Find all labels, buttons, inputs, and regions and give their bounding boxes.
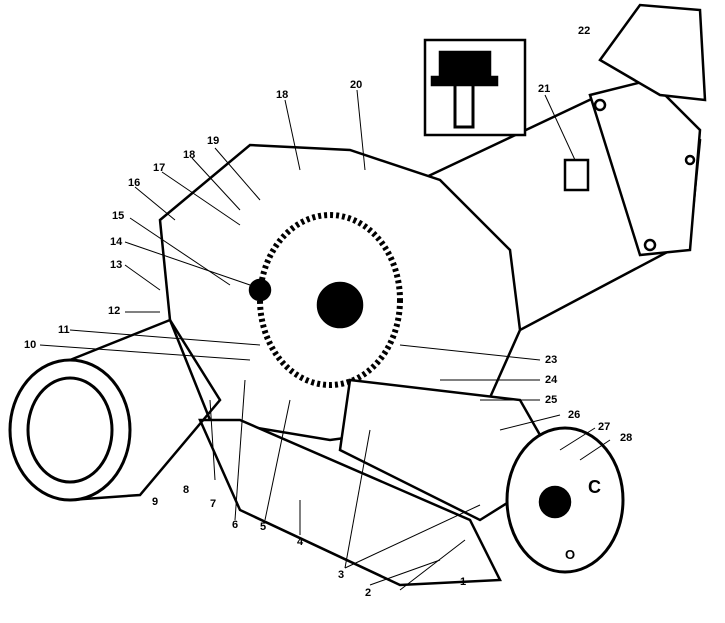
label-6: 6 bbox=[232, 519, 239, 531]
label-5: 5 bbox=[260, 521, 267, 533]
label-25: 25 bbox=[545, 394, 558, 406]
label-14: 14 bbox=[110, 236, 123, 248]
breather bbox=[563, 158, 590, 192]
flange-mark-c: C bbox=[588, 477, 601, 497]
label-28: 28 bbox=[620, 432, 633, 444]
label-12: 12 bbox=[108, 305, 121, 317]
spring-seat bbox=[598, 3, 707, 102]
label-22: 22 bbox=[578, 25, 591, 37]
label-11: 11 bbox=[58, 324, 70, 336]
flange-mark-o: O bbox=[565, 547, 576, 562]
label-18-top: 18 bbox=[276, 89, 289, 101]
label-23: 23 bbox=[545, 354, 558, 366]
label-15: 15 bbox=[112, 210, 125, 222]
label-7: 7 bbox=[210, 498, 217, 510]
label-24: 24 bbox=[545, 374, 558, 386]
label-17: 17 bbox=[153, 162, 166, 174]
label-1: 1 bbox=[460, 576, 467, 588]
lower-housing bbox=[198, 418, 502, 587]
differential-pinion bbox=[316, 281, 364, 329]
label-21: 21 bbox=[538, 83, 551, 95]
leader-lines bbox=[39, 89, 611, 591]
label-3: 3 bbox=[338, 569, 345, 581]
label-26: 26 bbox=[568, 409, 581, 421]
label-19: 19 bbox=[207, 135, 220, 147]
pinion-nut bbox=[538, 485, 572, 519]
label-27: 27 bbox=[598, 421, 611, 433]
label-4: 4 bbox=[297, 536, 304, 548]
label-20: 20 bbox=[350, 79, 363, 91]
label-10: 10 bbox=[24, 339, 37, 351]
label-18: 18 bbox=[183, 149, 196, 161]
label-16: 16 bbox=[128, 177, 141, 189]
label-13: 13 bbox=[110, 259, 123, 271]
label-2: 2 bbox=[365, 587, 372, 599]
ring-gear bbox=[257, 212, 403, 388]
label-9: 9 bbox=[152, 496, 159, 508]
label-8: 8 bbox=[183, 484, 190, 496]
